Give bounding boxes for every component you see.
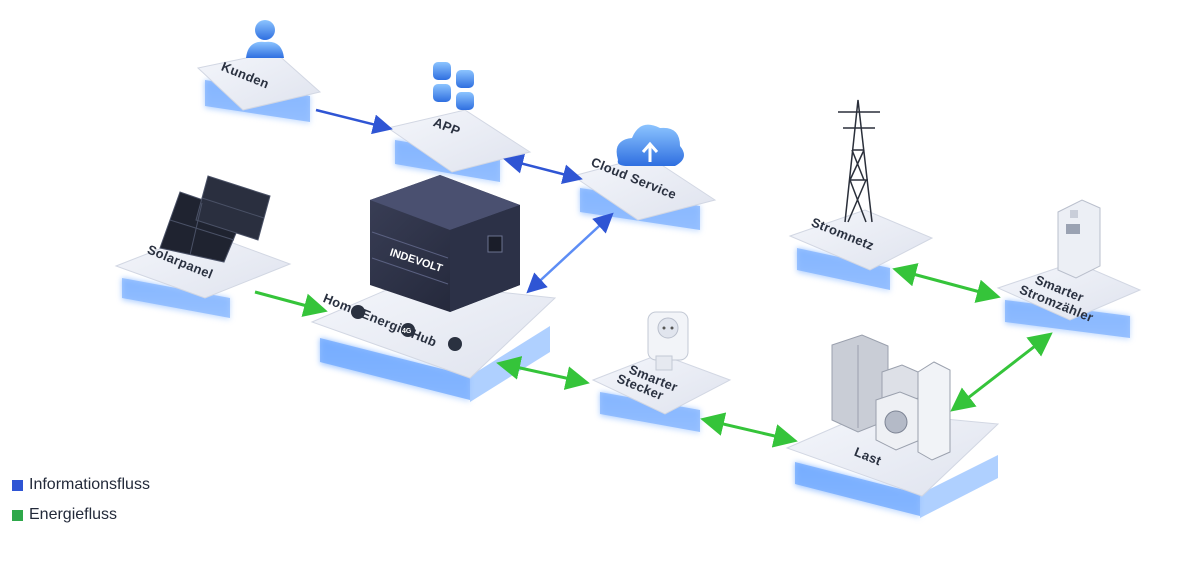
platform-kunden: Kunden xyxy=(196,20,322,124)
user-icon xyxy=(246,20,284,58)
legend-info: Informationsfluss xyxy=(12,470,150,500)
badge-4g: 4G xyxy=(402,328,412,335)
flow-hub-stecker xyxy=(496,356,590,390)
solar-panel-icon xyxy=(159,175,271,263)
platform-last: Last xyxy=(785,334,1000,518)
platform-stromnetz: Stromnetz xyxy=(788,99,934,292)
flow-solar-hub xyxy=(254,290,328,317)
platform-stecker: Smarter Stecker xyxy=(591,311,732,434)
power-tower-icon xyxy=(838,99,880,223)
legend-info-label: Informationsfluss xyxy=(29,476,150,493)
legend-energy: Energiefluss xyxy=(12,500,150,530)
platform-hub: Home Energie Hub INDEVOLT 4G xyxy=(310,175,557,402)
platform-zaehler: Smarter Stromzähler xyxy=(996,199,1142,340)
appliances-icon xyxy=(831,334,951,461)
bluetooth-icon xyxy=(351,305,365,319)
meter-icon xyxy=(1057,199,1101,279)
flow-stromnetz-zaehler xyxy=(892,263,1001,303)
platform-cloud: Cloud Service xyxy=(571,124,717,232)
app-icon xyxy=(433,62,474,110)
smart-plug-icon xyxy=(647,311,689,371)
flow-zaehler-last xyxy=(950,332,1053,412)
legend-energy-label: Energiefluss xyxy=(29,506,118,523)
energy-swatch xyxy=(12,509,23,521)
platform-solar: Solarpanel xyxy=(114,175,292,320)
info-swatch xyxy=(12,479,23,491)
wifi-icon xyxy=(448,337,462,351)
platform-app: APP xyxy=(386,62,532,184)
cloud-icon xyxy=(616,124,684,166)
legend: Informationsfluss Energiefluss xyxy=(12,470,150,530)
flow-app-cloud xyxy=(503,154,583,184)
signal-badge-icon xyxy=(401,323,415,337)
flow-cloud-hub xyxy=(526,212,614,294)
flow-kunden-app xyxy=(315,108,393,135)
battery-hub-icon: INDEVOLT xyxy=(370,175,520,312)
flow-stecker-last xyxy=(700,412,798,448)
